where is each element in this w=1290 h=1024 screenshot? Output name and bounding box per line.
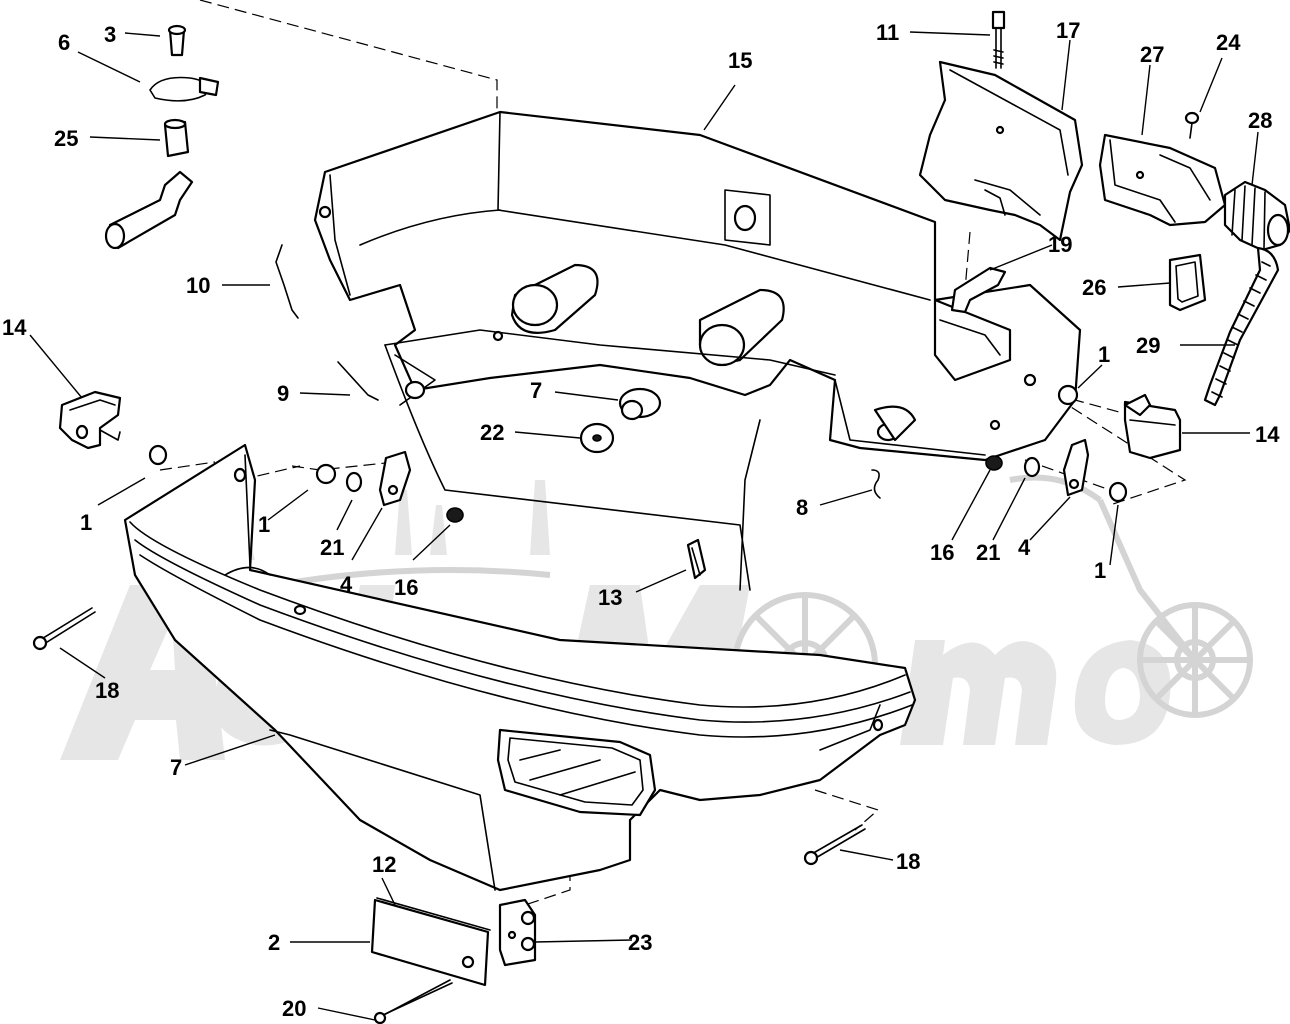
part-3-pin <box>167 24 187 57</box>
callout-24: 24 <box>1216 30 1241 55</box>
part-21-washer-a <box>345 471 363 493</box>
part-18-screw-right <box>803 824 866 866</box>
part-1-bushing-d <box>1108 481 1128 503</box>
callout-8: 8 <box>796 495 808 520</box>
callout-25: 25 <box>54 126 78 151</box>
callout-6: 7 <box>530 378 542 403</box>
part-16-screw-b <box>985 455 1003 471</box>
callout-11: 11 <box>876 20 899 45</box>
part-4-latch-a <box>378 450 412 507</box>
callout-20: 20 <box>282 996 306 1021</box>
part-9-wire <box>337 361 379 401</box>
part-8-wire-clip <box>871 469 881 499</box>
part-22-washer <box>579 422 615 454</box>
callout-16-b: 16 <box>930 540 954 565</box>
callout-14-left: 14 <box>2 315 27 340</box>
callout-18-b: 18 <box>896 849 920 874</box>
part-1-bushing-c <box>1057 384 1079 406</box>
callout-23: 23 <box>628 930 652 955</box>
callout-labels: 3 6 25 10 14 9 1 1 21 4 16 22 7 13 8 15 … <box>2 18 1280 1021</box>
callout-12: 12 <box>372 852 396 877</box>
callout-27: 27 <box>1140 42 1164 67</box>
part-13-clip <box>686 538 707 580</box>
part-1-bushing-b <box>315 463 337 485</box>
part-4-latch-b <box>1062 438 1090 497</box>
callout-5: 6 <box>58 30 70 55</box>
callout-22: 22 <box>480 420 504 445</box>
part-23-clip-block <box>498 898 537 967</box>
callout-1-b: 1 <box>258 512 270 537</box>
part-6-grommet <box>618 387 662 421</box>
callout-21-b: 21 <box>976 540 1000 565</box>
part-18-screw-left <box>32 607 96 651</box>
part-16-screw-a <box>446 507 464 523</box>
part-27-housing <box>1098 133 1227 227</box>
callout-13: 13 <box>598 585 622 610</box>
part-7-lower-cowl <box>123 443 917 892</box>
callout-2: 2 <box>268 930 280 955</box>
callout-10: 10 <box>186 273 210 298</box>
part-21-washer-b <box>1023 456 1041 478</box>
callout-16-a: 16 <box>394 575 418 600</box>
leader-lines <box>29 31 1259 1021</box>
part-2-plate <box>370 897 491 987</box>
part-11-bolt <box>991 10 1006 69</box>
callout-1-c: 1 <box>1098 342 1110 367</box>
part-24-screw <box>1184 111 1200 139</box>
callout-7: 7 <box>170 755 182 780</box>
part-29-spring-hose <box>1203 246 1280 407</box>
callout-29: 29 <box>1136 333 1160 358</box>
callout-1-a: 1 <box>80 510 92 535</box>
part-17-bracket <box>918 60 1084 242</box>
callout-3: 3 <box>104 22 116 47</box>
callout-17: 17 <box>1056 18 1080 43</box>
callout-19: 19 <box>1048 232 1072 257</box>
callout-21-a: 21 <box>320 535 344 560</box>
callout-28: 28 <box>1248 108 1272 133</box>
part-14-handle-left <box>58 390 122 450</box>
part-10-wire <box>275 244 299 319</box>
part-25-sleeve <box>163 118 190 158</box>
part-28-boot <box>1223 180 1290 252</box>
callout-4-b: 4 <box>1018 535 1031 560</box>
callout-9: 9 <box>277 381 289 406</box>
callout-15: 15 <box>728 48 752 73</box>
callout-1-d: 1 <box>1094 558 1106 583</box>
part-26-gasket <box>1168 253 1207 312</box>
part-5-clamp <box>149 76 220 102</box>
part-hose-elbow <box>104 170 194 250</box>
part-20-screw <box>373 979 453 1024</box>
callout-18-a: 18 <box>95 678 119 703</box>
callout-14-right: 14 <box>1255 422 1280 447</box>
part-1-bushing-a <box>148 444 168 466</box>
part-14-handle-right <box>1123 393 1182 460</box>
callout-26: 26 <box>1082 275 1106 300</box>
callout-4-a: 4 <box>340 572 353 597</box>
